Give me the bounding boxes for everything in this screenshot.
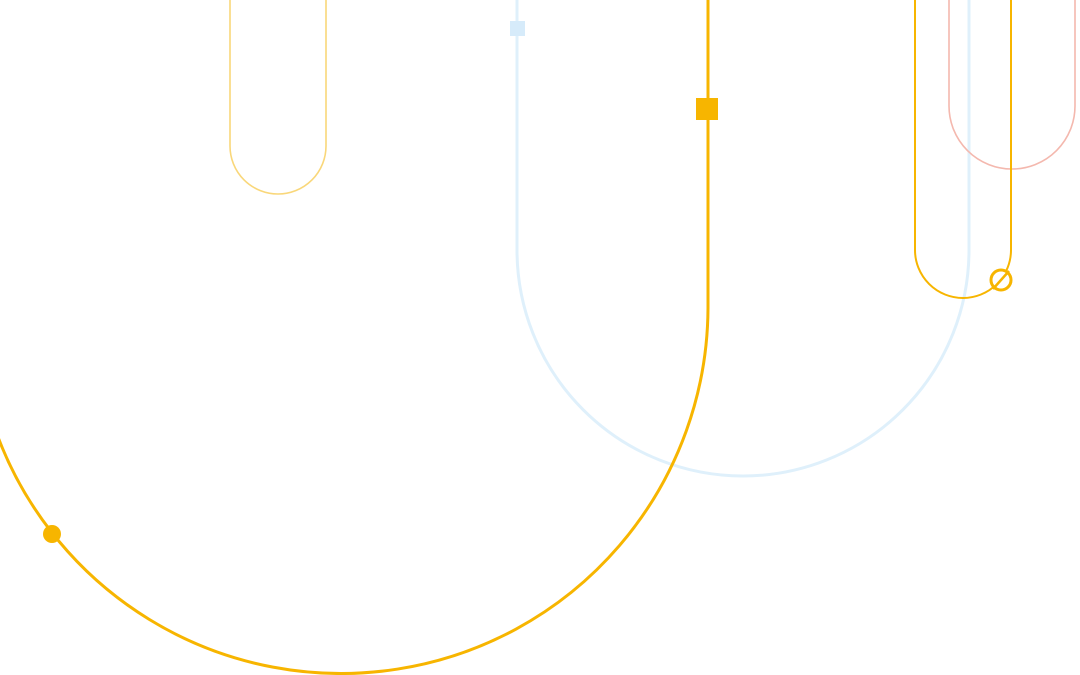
pale-yellow-capsule bbox=[229, 0, 327, 195]
yellow-square-marker bbox=[696, 98, 718, 120]
pale-blue-capsule bbox=[515, 0, 971, 478]
yellow-slashed-circle-marker bbox=[989, 268, 1013, 292]
blue-square-marker bbox=[510, 21, 525, 36]
yellow-dot-marker bbox=[43, 525, 61, 543]
yellow-capsule-right bbox=[914, 0, 1012, 299]
large-yellow-arc bbox=[0, 0, 710, 675]
